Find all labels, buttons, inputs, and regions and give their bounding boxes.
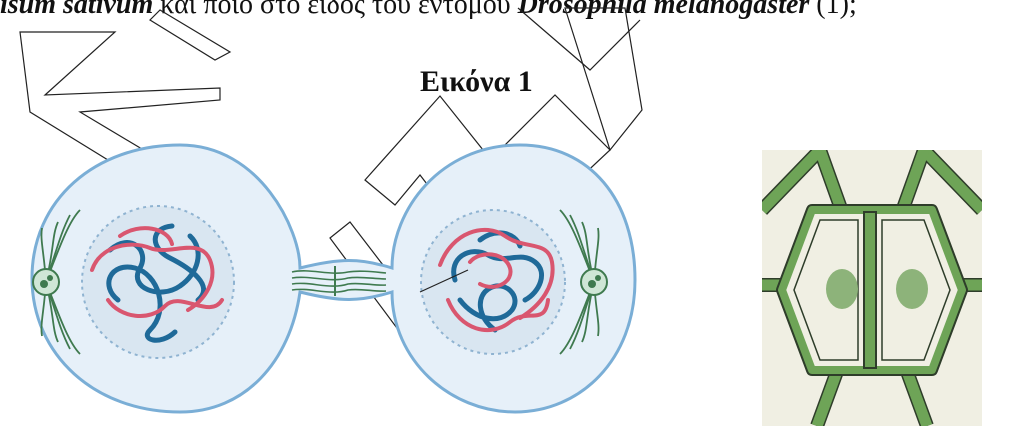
right-daughter-nucleus [896,269,928,309]
plant-cell-illustration [762,150,982,426]
left-daughter-nucleus [826,269,858,309]
cell-plate [864,212,876,368]
plant-cell-drawing [762,150,982,426]
